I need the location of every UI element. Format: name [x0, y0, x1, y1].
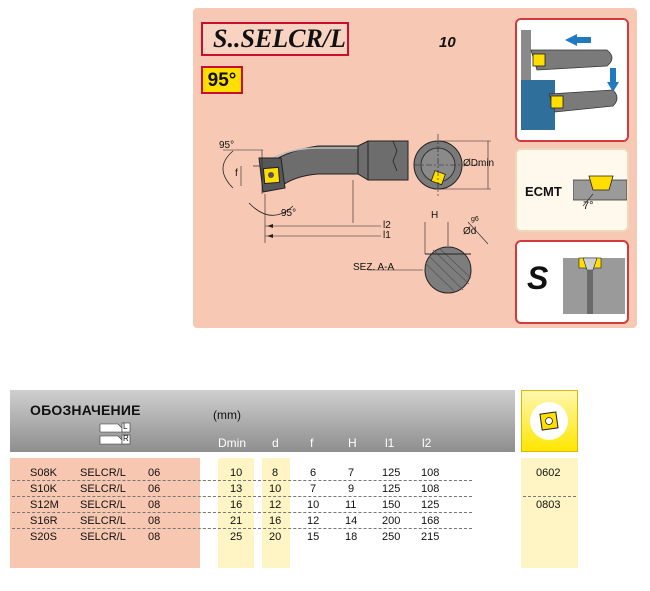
row-model: SELCR/L	[80, 531, 126, 543]
catalog-code: 10	[439, 34, 456, 51]
application-card	[515, 18, 629, 142]
row-divider	[12, 528, 472, 529]
section-label: SEZ. A-A	[353, 262, 395, 273]
insert-size: 0602	[536, 467, 561, 479]
cell-d: 12	[269, 499, 282, 511]
cell-l2: 125	[421, 499, 440, 511]
cell-h: 11	[345, 499, 357, 511]
row-size: 08	[148, 531, 161, 543]
col-l2: l2	[422, 436, 432, 450]
cell-l1: 150	[382, 499, 401, 511]
col-f: f	[310, 436, 314, 450]
tool-title: S..SELCR/L	[201, 22, 349, 56]
boring-bar-drawing	[222, 134, 491, 294]
approach-angle-badge: 95°	[201, 66, 243, 94]
cell-l1: 125	[382, 483, 401, 495]
row-divider	[12, 480, 472, 481]
dmin-label: ØDmin	[463, 158, 495, 169]
row-code: S16R	[30, 515, 58, 527]
insert-size: 0803	[536, 499, 561, 511]
cell-f: 15	[307, 531, 320, 543]
insert-divider	[523, 496, 576, 497]
clearance-angle: 7°	[583, 200, 594, 212]
cell-d: 10	[269, 483, 282, 495]
row-code: S10K	[30, 483, 57, 495]
g6-label: g6	[471, 216, 479, 223]
angle-label-bottom: 95°	[281, 208, 297, 219]
cell-dmin: 21	[230, 515, 243, 527]
insert-profile-icon	[573, 175, 627, 207]
h-label: H	[431, 210, 439, 221]
cell-l2: 215	[421, 531, 440, 543]
col-d: d	[272, 436, 279, 450]
hand-right-label: R	[123, 434, 129, 443]
cell-dmin: 10	[230, 467, 243, 479]
cell-l1: 125	[382, 467, 401, 479]
screw-clamp-icon	[563, 257, 625, 314]
row-divider	[12, 496, 472, 497]
angle-label-top: 95°	[219, 140, 235, 151]
row-band	[10, 523, 200, 568]
table-title: ОБОЗНАЧЕНИЕ	[30, 402, 141, 418]
dmin-column-band	[218, 458, 254, 568]
row-size: 06	[148, 467, 161, 479]
cell-l2: 108	[421, 483, 440, 495]
row-model: SELCR/L	[80, 499, 126, 511]
tool-drawing-panel: S..SELCR/L 10 95°	[193, 8, 637, 328]
cell-l1: 250	[382, 531, 401, 543]
row-code: S20S	[30, 531, 57, 543]
cell-l1: 200	[382, 515, 401, 527]
cell-l2: 168	[421, 515, 440, 527]
hand-left-label: L	[123, 422, 128, 431]
cell-dmin: 13	[230, 483, 243, 495]
cell-h: 14	[345, 515, 358, 527]
insert-column-band	[521, 458, 578, 568]
cell-h: 18	[345, 531, 358, 543]
d-label: Ød	[463, 226, 477, 237]
cell-l2: 108	[421, 467, 440, 479]
designation-table: ОБОЗНАЧЕНИЕ (mm) L R Dmin d f H l1 l2 S0…	[10, 390, 640, 570]
cell-f: 7	[310, 483, 317, 495]
row-divider	[12, 512, 472, 513]
row-size: 08	[148, 499, 161, 511]
f-label: f	[235, 168, 238, 179]
cell-f: 10	[307, 499, 320, 511]
hand-icons	[99, 422, 131, 445]
unit-label: (mm)	[213, 408, 241, 422]
insert-header	[521, 390, 578, 452]
row-size: 08	[148, 515, 161, 527]
row-size: 06	[148, 483, 161, 495]
row-model: SELCR/L	[80, 467, 126, 479]
col-l1: l1	[385, 436, 395, 450]
boring-application-icon	[517, 20, 627, 140]
table-header: ОБОЗНАЧЕНИЕ (mm) L R Dmin d f H l1 l2	[10, 390, 515, 452]
cell-f: 6	[310, 467, 317, 479]
insert-code: ECMT	[525, 184, 562, 199]
row-band	[10, 484, 200, 497]
col-h: H	[348, 436, 357, 450]
insert-type-card: ECMT 7°	[515, 148, 629, 232]
cell-h: 9	[348, 483, 355, 495]
l2-label: l2	[383, 220, 391, 231]
row-code: S12M	[30, 499, 59, 511]
cell-f: 12	[307, 515, 320, 527]
row-model: SELCR/L	[80, 515, 126, 527]
clamping-card: S	[515, 240, 629, 324]
row-band	[10, 497, 200, 510]
col-dmin: Dmin	[218, 436, 247, 450]
l1-label: l1	[383, 230, 391, 241]
cell-d: 20	[269, 531, 282, 543]
row-code: S08K	[30, 467, 57, 479]
clamping-type-letter: S	[527, 260, 549, 296]
cell-h: 7	[348, 467, 355, 479]
cell-d: 16	[269, 515, 282, 527]
row-band	[10, 510, 200, 523]
insert-rhombus-icon	[530, 402, 568, 440]
d-column-band	[262, 458, 290, 568]
cell-d: 8	[272, 467, 279, 479]
row-model: SELCR/L	[80, 483, 126, 495]
cell-dmin: 25	[230, 531, 243, 543]
row-band	[10, 458, 200, 471]
cell-dmin: 16	[230, 499, 243, 511]
